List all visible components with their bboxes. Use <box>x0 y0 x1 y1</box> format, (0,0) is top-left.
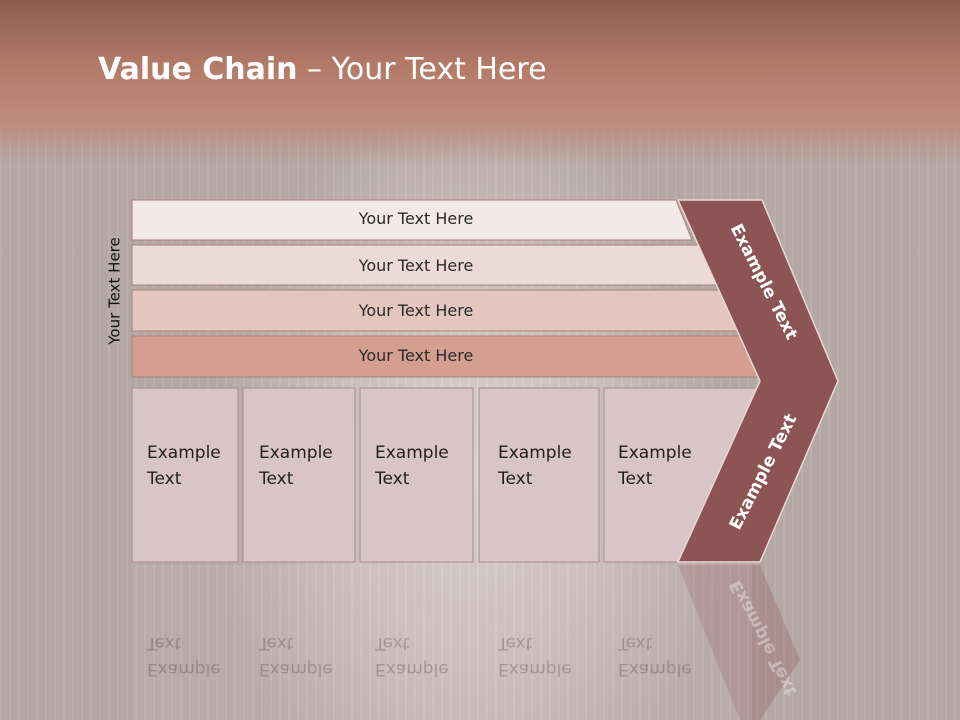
column-2-label: Example Text <box>259 443 333 489</box>
chevron-shape[interactable] <box>676 199 839 563</box>
column-3-reflection: Example Text <box>375 633 449 679</box>
column-2-reflection: Example Text <box>259 633 333 679</box>
column-3-shape[interactable] <box>359 387 474 563</box>
column-1-reflection: Example Text <box>147 633 221 679</box>
title-rest: – Your Text Here <box>297 52 547 87</box>
title-bold: Value Chain <box>98 52 298 87</box>
chevron-reflection <box>678 565 800 720</box>
column-5-reflection: Example Text <box>618 633 692 679</box>
bar-4-label: Your Text Here <box>358 346 474 365</box>
bar-1-label: Your Text Here <box>358 209 474 228</box>
columns-reflection <box>132 565 752 720</box>
bar-3-label: Your Text Here <box>358 301 474 320</box>
column-2-shape[interactable] <box>242 387 356 563</box>
column-4-label: Example Text <box>498 443 572 489</box>
column-1-shape[interactable] <box>131 387 239 563</box>
column-5-label: Example Text <box>618 443 692 489</box>
title-banner <box>0 0 960 165</box>
column-4-reflection: Example Text <box>498 633 572 679</box>
column-3-label: Example Text <box>375 443 449 489</box>
column-1-label: Example Text <box>147 443 221 489</box>
bar-2-label: Your Text Here <box>358 256 474 275</box>
bar-1-shape[interactable] <box>131 199 693 241</box>
slide-title[interactable]: Value Chain – Your Text Here <box>98 52 547 87</box>
column-4-shape[interactable] <box>478 387 600 563</box>
